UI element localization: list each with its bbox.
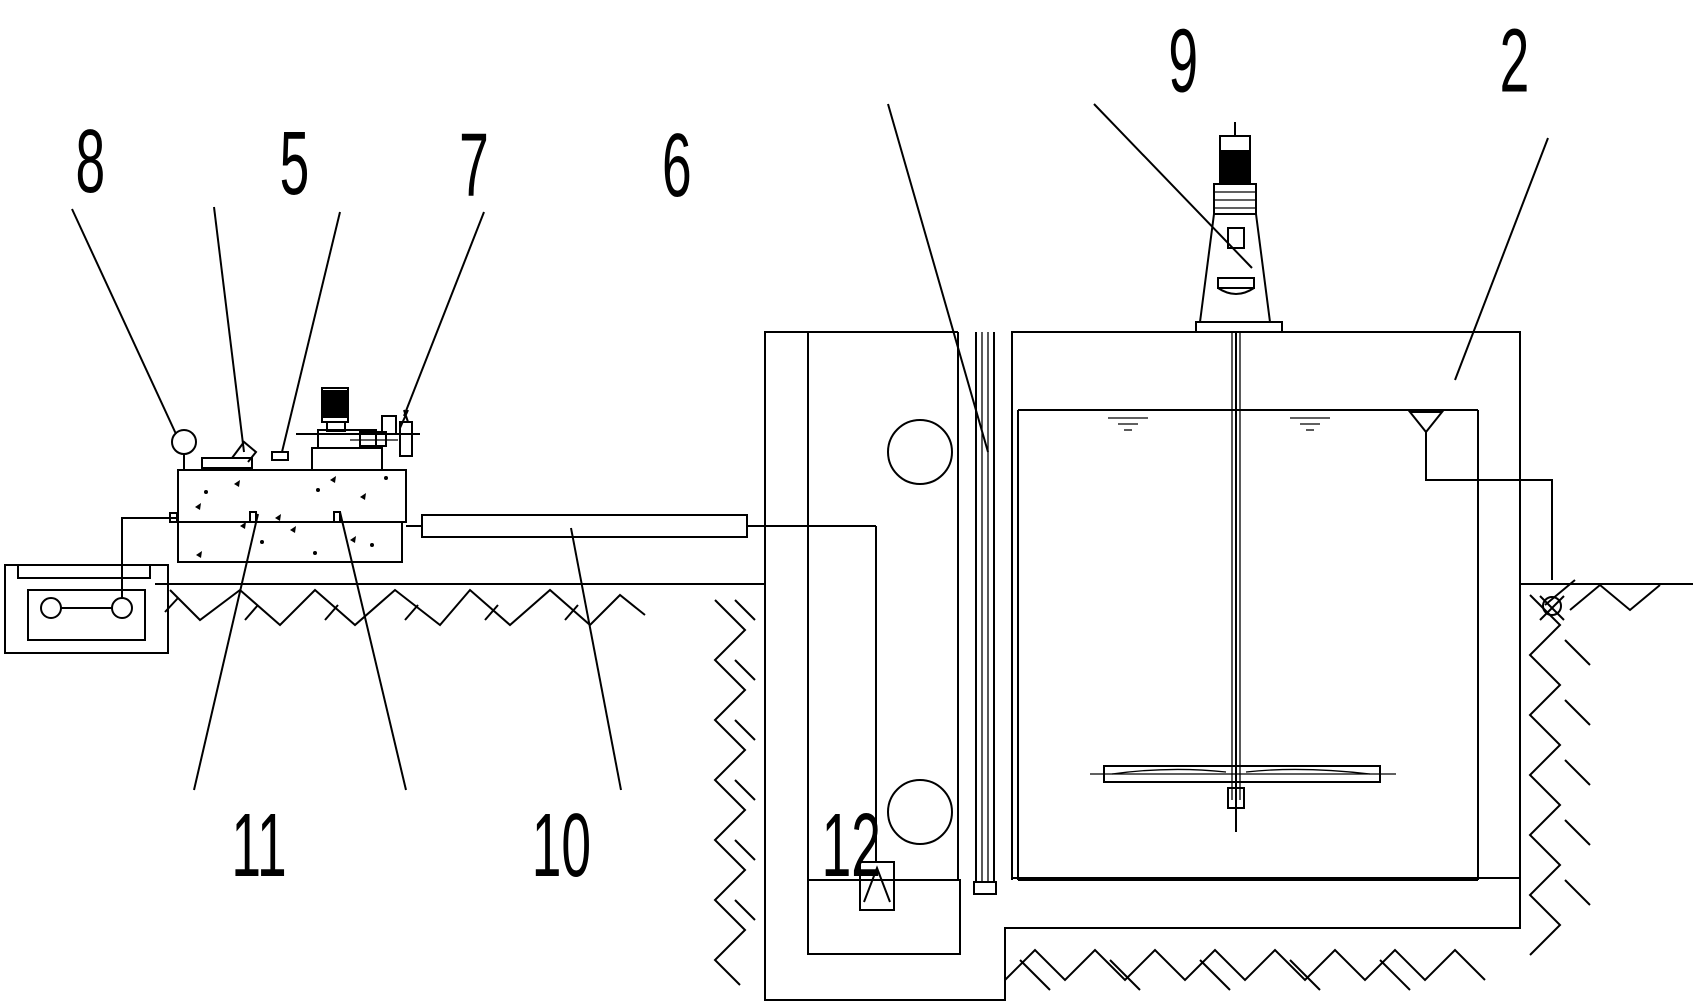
- leader-12: [570, 527, 622, 791]
- label-12: 12: [822, 794, 881, 895]
- leader-9: [887, 103, 989, 453]
- fitting: [271, 451, 289, 461]
- ground-hatch-right: [1528, 579, 1661, 956]
- label-2: 2: [1500, 10, 1530, 111]
- tank-left-chamber: [764, 331, 1521, 1001]
- dosing-unit: [169, 387, 420, 563]
- sump-pit: [4, 517, 178, 654]
- leader-1: [1454, 137, 1549, 381]
- pressure-gauge: [171, 429, 197, 470]
- leader-10: [339, 511, 407, 791]
- ground: [155, 579, 1693, 991]
- dosing-tank-lower: [177, 521, 403, 563]
- reactor-tank: [1011, 331, 1565, 881]
- submersible-pump: [859, 861, 895, 911]
- leader-11: [193, 513, 259, 791]
- ground-hatch-bottom: [1004, 948, 1486, 991]
- leader-6: [403, 211, 485, 417]
- label-5: 5: [280, 112, 310, 213]
- label-9: 9: [1168, 10, 1198, 111]
- leader-8: [71, 208, 177, 435]
- valve-handle: [201, 440, 258, 469]
- agitator: [1090, 122, 1396, 832]
- label-11: 11: [231, 794, 286, 895]
- port-lower: [887, 779, 953, 845]
- pump-assembly: [296, 387, 420, 471]
- overflow-weir: [1407, 411, 1565, 621]
- label-10: 10: [532, 794, 591, 895]
- leader-7: [281, 211, 341, 453]
- leader-5: [213, 206, 245, 453]
- label-7: 7: [459, 114, 489, 215]
- water-level-marks: [1108, 417, 1330, 431]
- ground-hatch-left: [164, 588, 646, 627]
- leader-lines: [71, 103, 1549, 791]
- guide-wall: [973, 332, 1013, 895]
- part-labels: 8 5 7 6 9 2 1 11 10 12: [75, 10, 1530, 896]
- pipe-12: [421, 514, 748, 538]
- ground-hatch-tank-left: [713, 599, 756, 986]
- label-6: 6: [662, 114, 692, 215]
- port-upper: [887, 419, 953, 485]
- label-8: 8: [75, 110, 105, 211]
- leader-2: [1093, 103, 1253, 269]
- pipe-section: [406, 514, 895, 911]
- agitator-base: [1195, 321, 1283, 333]
- speckle-marks: [195, 476, 388, 558]
- dosing-tank-upper: [177, 469, 407, 523]
